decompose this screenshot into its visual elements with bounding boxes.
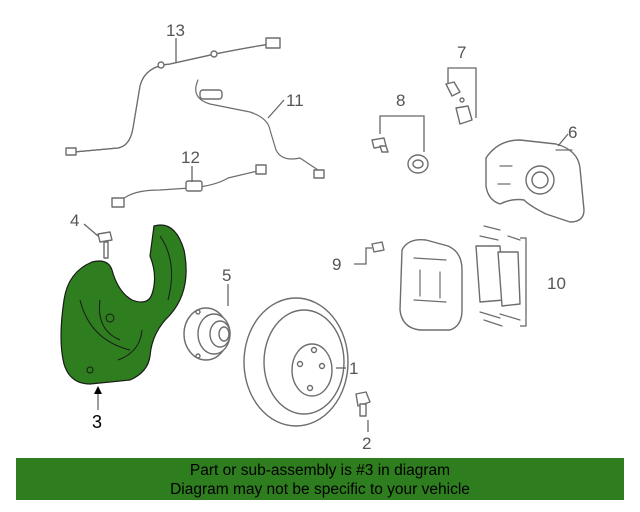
- part-10-brake-pads[interactable]: [475, 225, 521, 327]
- callout-2[interactable]: 2: [362, 434, 371, 453]
- leader-11: [267, 99, 285, 119]
- leader-9: [354, 247, 372, 265]
- callout-3[interactable]: 3: [92, 412, 102, 432]
- callout-9[interactable]: 9: [332, 255, 341, 274]
- arrow-3-icon: [94, 386, 102, 394]
- part-11-sensor-wire[interactable]: [195, 79, 325, 179]
- leader-7: [447, 67, 477, 118]
- callout-5[interactable]: 5: [222, 266, 231, 285]
- callout-10[interactable]: 10: [547, 274, 566, 293]
- callout-7[interactable]: 7: [457, 43, 466, 62]
- callout-1[interactable]: 1: [349, 359, 358, 378]
- banner-line-1: Part or sub-assembly is #3 in diagram: [189, 462, 451, 479]
- part-5-hub-bearing[interactable]: [183, 307, 231, 361]
- parts-diagram: 13 11 12 4 3 5: [60, 21, 585, 453]
- callout-6[interactable]: 6: [568, 123, 577, 142]
- callout-4[interactable]: 4: [70, 211, 79, 230]
- part-2-wheel-stud[interactable]: [355, 391, 371, 417]
- leader-4: [83, 223, 99, 237]
- part-8-bolt-bushing[interactable]: [371, 137, 429, 174]
- part-12-sensor-lead[interactable]: [111, 164, 267, 208]
- callout-13[interactable]: 13: [166, 21, 185, 40]
- leader-6: [557, 133, 569, 147]
- banner-line-2: Diagram may not be specific to your vehi…: [170, 481, 470, 498]
- part-7-clips[interactable]: [445, 81, 473, 125]
- part-4-bolt[interactable]: [97, 231, 113, 259]
- info-banner: Part or sub-assembly is #3 in diagram Di…: [16, 458, 624, 500]
- part-3-splash-shield[interactable]: [60, 224, 187, 385]
- part-9-caliper[interactable]: [371, 239, 463, 331]
- callout-11[interactable]: 11: [286, 91, 304, 110]
- part-13-sensor-wire[interactable]: [65, 37, 281, 156]
- callout-12[interactable]: 12: [181, 148, 200, 167]
- leader-10: [520, 237, 527, 327]
- leader-8: [379, 115, 425, 152]
- part-1-brake-disc[interactable]: [243, 297, 349, 427]
- part-6-caliper-carrier[interactable]: [485, 139, 585, 223]
- callout-8[interactable]: 8: [396, 91, 405, 110]
